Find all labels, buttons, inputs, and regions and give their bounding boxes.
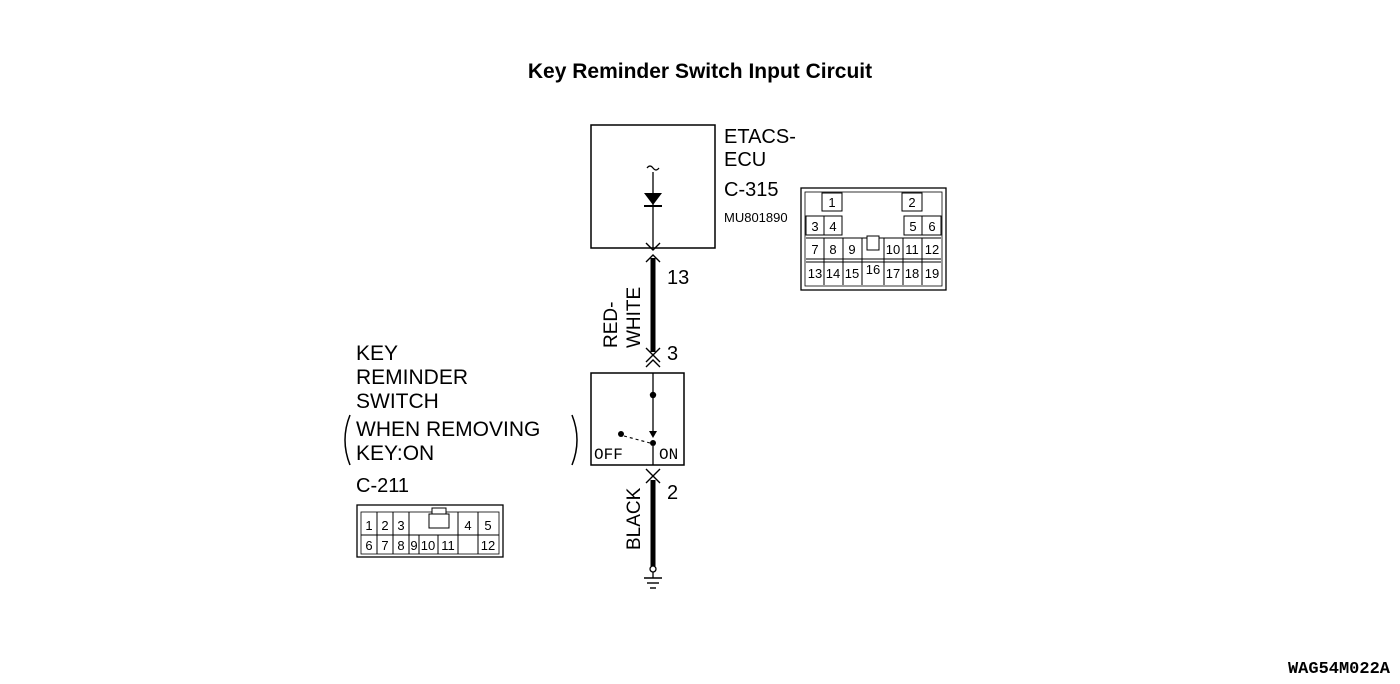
wire-color-white: WHITE [624,287,645,348]
switch-pin-3: 3 [667,343,678,365]
c315-pin-2: 2 [908,195,915,210]
diode-icon [644,193,662,205]
c315-connector-face [800,187,947,291]
c211-pin-4: 4 [464,518,471,533]
wire-terminal-chevron-2 [645,475,661,484]
c315-pin-8: 8 [829,242,836,257]
c211-pin-8: 8 [397,538,404,553]
switch-terminal-chevron-3b [645,359,661,368]
c211-pin-2: 2 [381,518,388,533]
switch-label-reminder: REMINDER [356,366,468,389]
switch-on-label: ON [659,446,678,464]
c315-pin-15: 15 [845,266,859,281]
switch-label-switch: SWITCH [356,390,439,413]
switch-label-key-on: KEY:ON [356,442,434,465]
c211-pin-9: 9 [410,538,417,553]
switch-pin-2: 2 [667,482,678,504]
c315-pin-1: 1 [828,195,835,210]
ground-terminal [649,565,657,573]
ecu-pin-13: 13 [667,267,689,289]
switch-terminal-chevron-3a [645,354,661,363]
c211-pin-3: 3 [397,518,404,533]
c315-pin-9: 9 [848,242,855,257]
c315-pin-17: 17 [886,266,900,281]
c211-pin-12: 12 [481,538,495,553]
switch-terminal-chevron-2 [645,468,661,477]
c315-pin-13: 13 [808,266,822,281]
switch-node-dot [649,391,657,399]
c315-pin-16: 16 [866,262,880,277]
c211-pin-10: 10 [421,538,435,553]
switch-on-contact [650,440,656,446]
wire-color-black: BLACK [624,487,645,550]
c315-pin-6: 6 [928,219,935,234]
right-paren [571,414,578,466]
c315-pin-14: 14 [826,266,840,281]
ecu-terminal-chevron [645,242,661,251]
figure-code: WAG54M022A [1288,660,1391,679]
tilde-mark [646,165,660,171]
c211-pin-7: 7 [381,538,388,553]
switch-label-key: KEY [356,342,398,365]
c211-pin-1: 1 [365,518,372,533]
c211-pin-5: 5 [484,518,491,533]
switch-arrow-icon [649,431,657,438]
etacs-connector-label: C-315 [724,179,778,201]
c315-pin-5: 5 [909,219,916,234]
c315-pin-19: 19 [925,266,939,281]
switch-connector-label: C-211 [356,475,409,497]
c315-pin-12: 12 [925,242,939,257]
switch-off-label: OFF [594,446,623,464]
etacs-part-number: MU801890 [724,210,788,225]
etacs-name-line2: ECU [724,149,766,171]
switch-label-condition: WHEN REMOVING [356,418,540,441]
diagram-title: Key Reminder Switch Input Circuit [528,60,872,83]
c315-pin-4: 4 [829,219,836,234]
left-paren [344,414,351,466]
c211-pin-6: 6 [365,538,372,553]
etacs-name-line1: ETACS- [724,126,796,148]
c315-pin-11: 11 [905,242,919,257]
switch-dashed-link [623,435,651,444]
c315-pin-7: 7 [811,242,818,257]
switch-off-contact [618,431,624,437]
key-reminder-switch-box [590,372,685,466]
c315-pin-10: 10 [886,242,900,257]
c211-connector-face [356,504,504,558]
c211-pin-11: 11 [441,538,455,553]
wire-terminal-chevron [645,254,661,263]
wire-color-red: RED- [601,302,622,348]
c315-pin-18: 18 [905,266,919,281]
c315-pin-3: 3 [811,219,818,234]
